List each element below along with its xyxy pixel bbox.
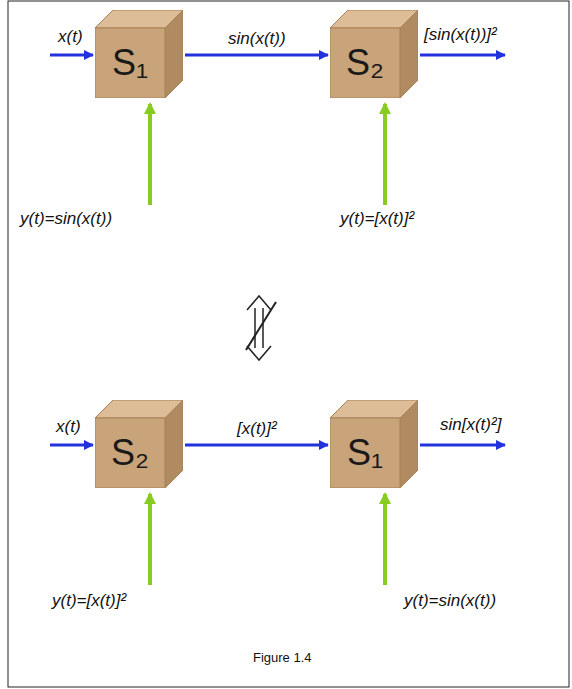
input-arrow [50, 54, 93, 57]
control-arrow [383, 494, 387, 585]
signal-label: x(t) [58, 28, 83, 47]
signal-label: [sin(x(t))]² [424, 26, 497, 45]
block-face: S₂ [95, 418, 165, 488]
system-block: S₂ [330, 10, 418, 98]
block-face: S₁ [330, 418, 400, 488]
signal-label: [x(t)]² [237, 420, 277, 439]
cube-side [165, 10, 183, 98]
signal-label: y(t)=sin(x(t)) [404, 592, 496, 611]
system-block: S₂ [95, 400, 183, 488]
block-face: S₁ [95, 28, 165, 98]
signal-label: sin[x(t)²] [440, 416, 501, 435]
cube-side [165, 400, 183, 488]
control-arrow [383, 104, 387, 205]
input-arrow [50, 444, 93, 447]
cube-side [400, 10, 418, 98]
cube-front [95, 28, 165, 98]
system-block: S₁ [330, 400, 418, 488]
output-arrow [420, 54, 505, 57]
not-equivalent-symbol [246, 296, 276, 360]
signal-label: y(t)=sin(x(t)) [20, 210, 112, 229]
block-label: S₂ [346, 45, 384, 81]
block-face: S₂ [330, 28, 400, 98]
signal-arrow [185, 54, 328, 57]
cube-front [330, 28, 400, 98]
control-arrow [148, 494, 152, 585]
signal-label: y(t)=[x(t)]² [340, 210, 414, 229]
block-label: S₁ [112, 45, 148, 81]
figure-frame [8, 1, 569, 687]
signal-label: y(t)=[x(t)]² [52, 592, 126, 611]
signal-label: x(t) [56, 418, 81, 437]
output-arrow [420, 444, 505, 447]
system-block: S₁ [95, 10, 183, 98]
block-label: S₂ [111, 435, 149, 471]
block-label: S₁ [347, 435, 383, 471]
control-arrow [148, 104, 152, 205]
signal-arrow [185, 444, 328, 447]
cube-side [400, 400, 418, 488]
signal-label: sin(x(t)) [228, 30, 286, 49]
cube-front [330, 418, 400, 488]
cube-front [95, 418, 165, 488]
figure-caption: Figure 1.4 [253, 650, 312, 665]
